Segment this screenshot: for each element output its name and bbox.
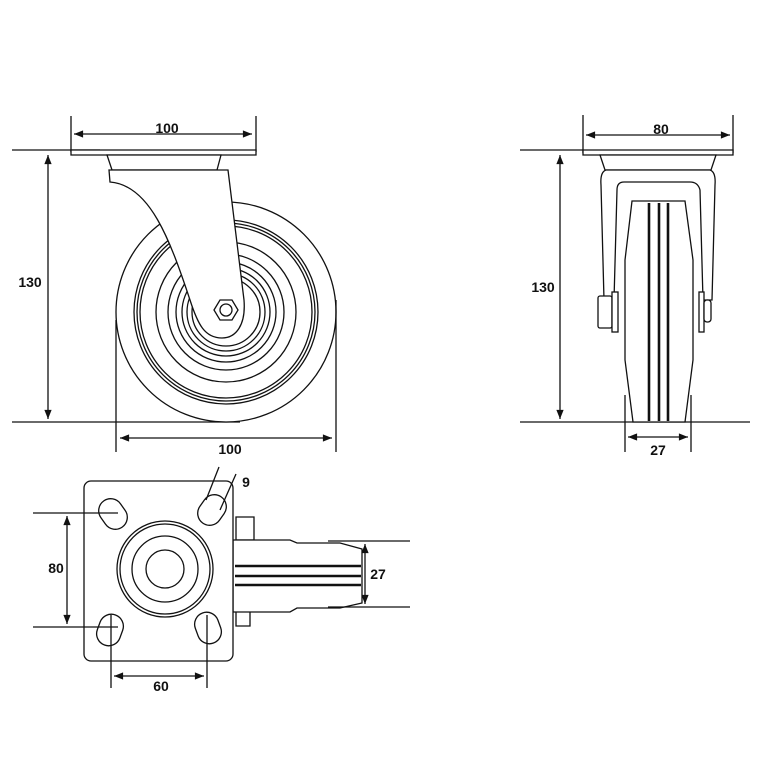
wheel-diameter-label: 100 <box>218 441 242 457</box>
hole-size-label: 9 <box>242 474 250 490</box>
axle-nut <box>213 299 239 321</box>
top-wheel-width-label: 27 <box>370 566 386 582</box>
side-height-label: 130 <box>18 274 42 290</box>
side-width-label: 100 <box>155 120 179 136</box>
hole-spacing-vertical-label: 80 <box>48 560 64 576</box>
fork <box>600 169 716 301</box>
top-view: 80 60 9 27 <box>33 466 410 694</box>
axle-nut <box>597 295 613 329</box>
top-plate <box>70 149 257 156</box>
fork <box>108 169 245 339</box>
front-height-label: 130 <box>531 279 555 295</box>
side-view: 100 130 100 <box>12 116 337 457</box>
front-view: 80 130 27 <box>520 115 750 458</box>
mounting-plate <box>83 480 234 662</box>
hole-spacing-horizontal-label: 60 <box>153 678 169 694</box>
front-width-label: 80 <box>653 121 669 137</box>
front-wheel-width-label: 27 <box>650 442 666 458</box>
